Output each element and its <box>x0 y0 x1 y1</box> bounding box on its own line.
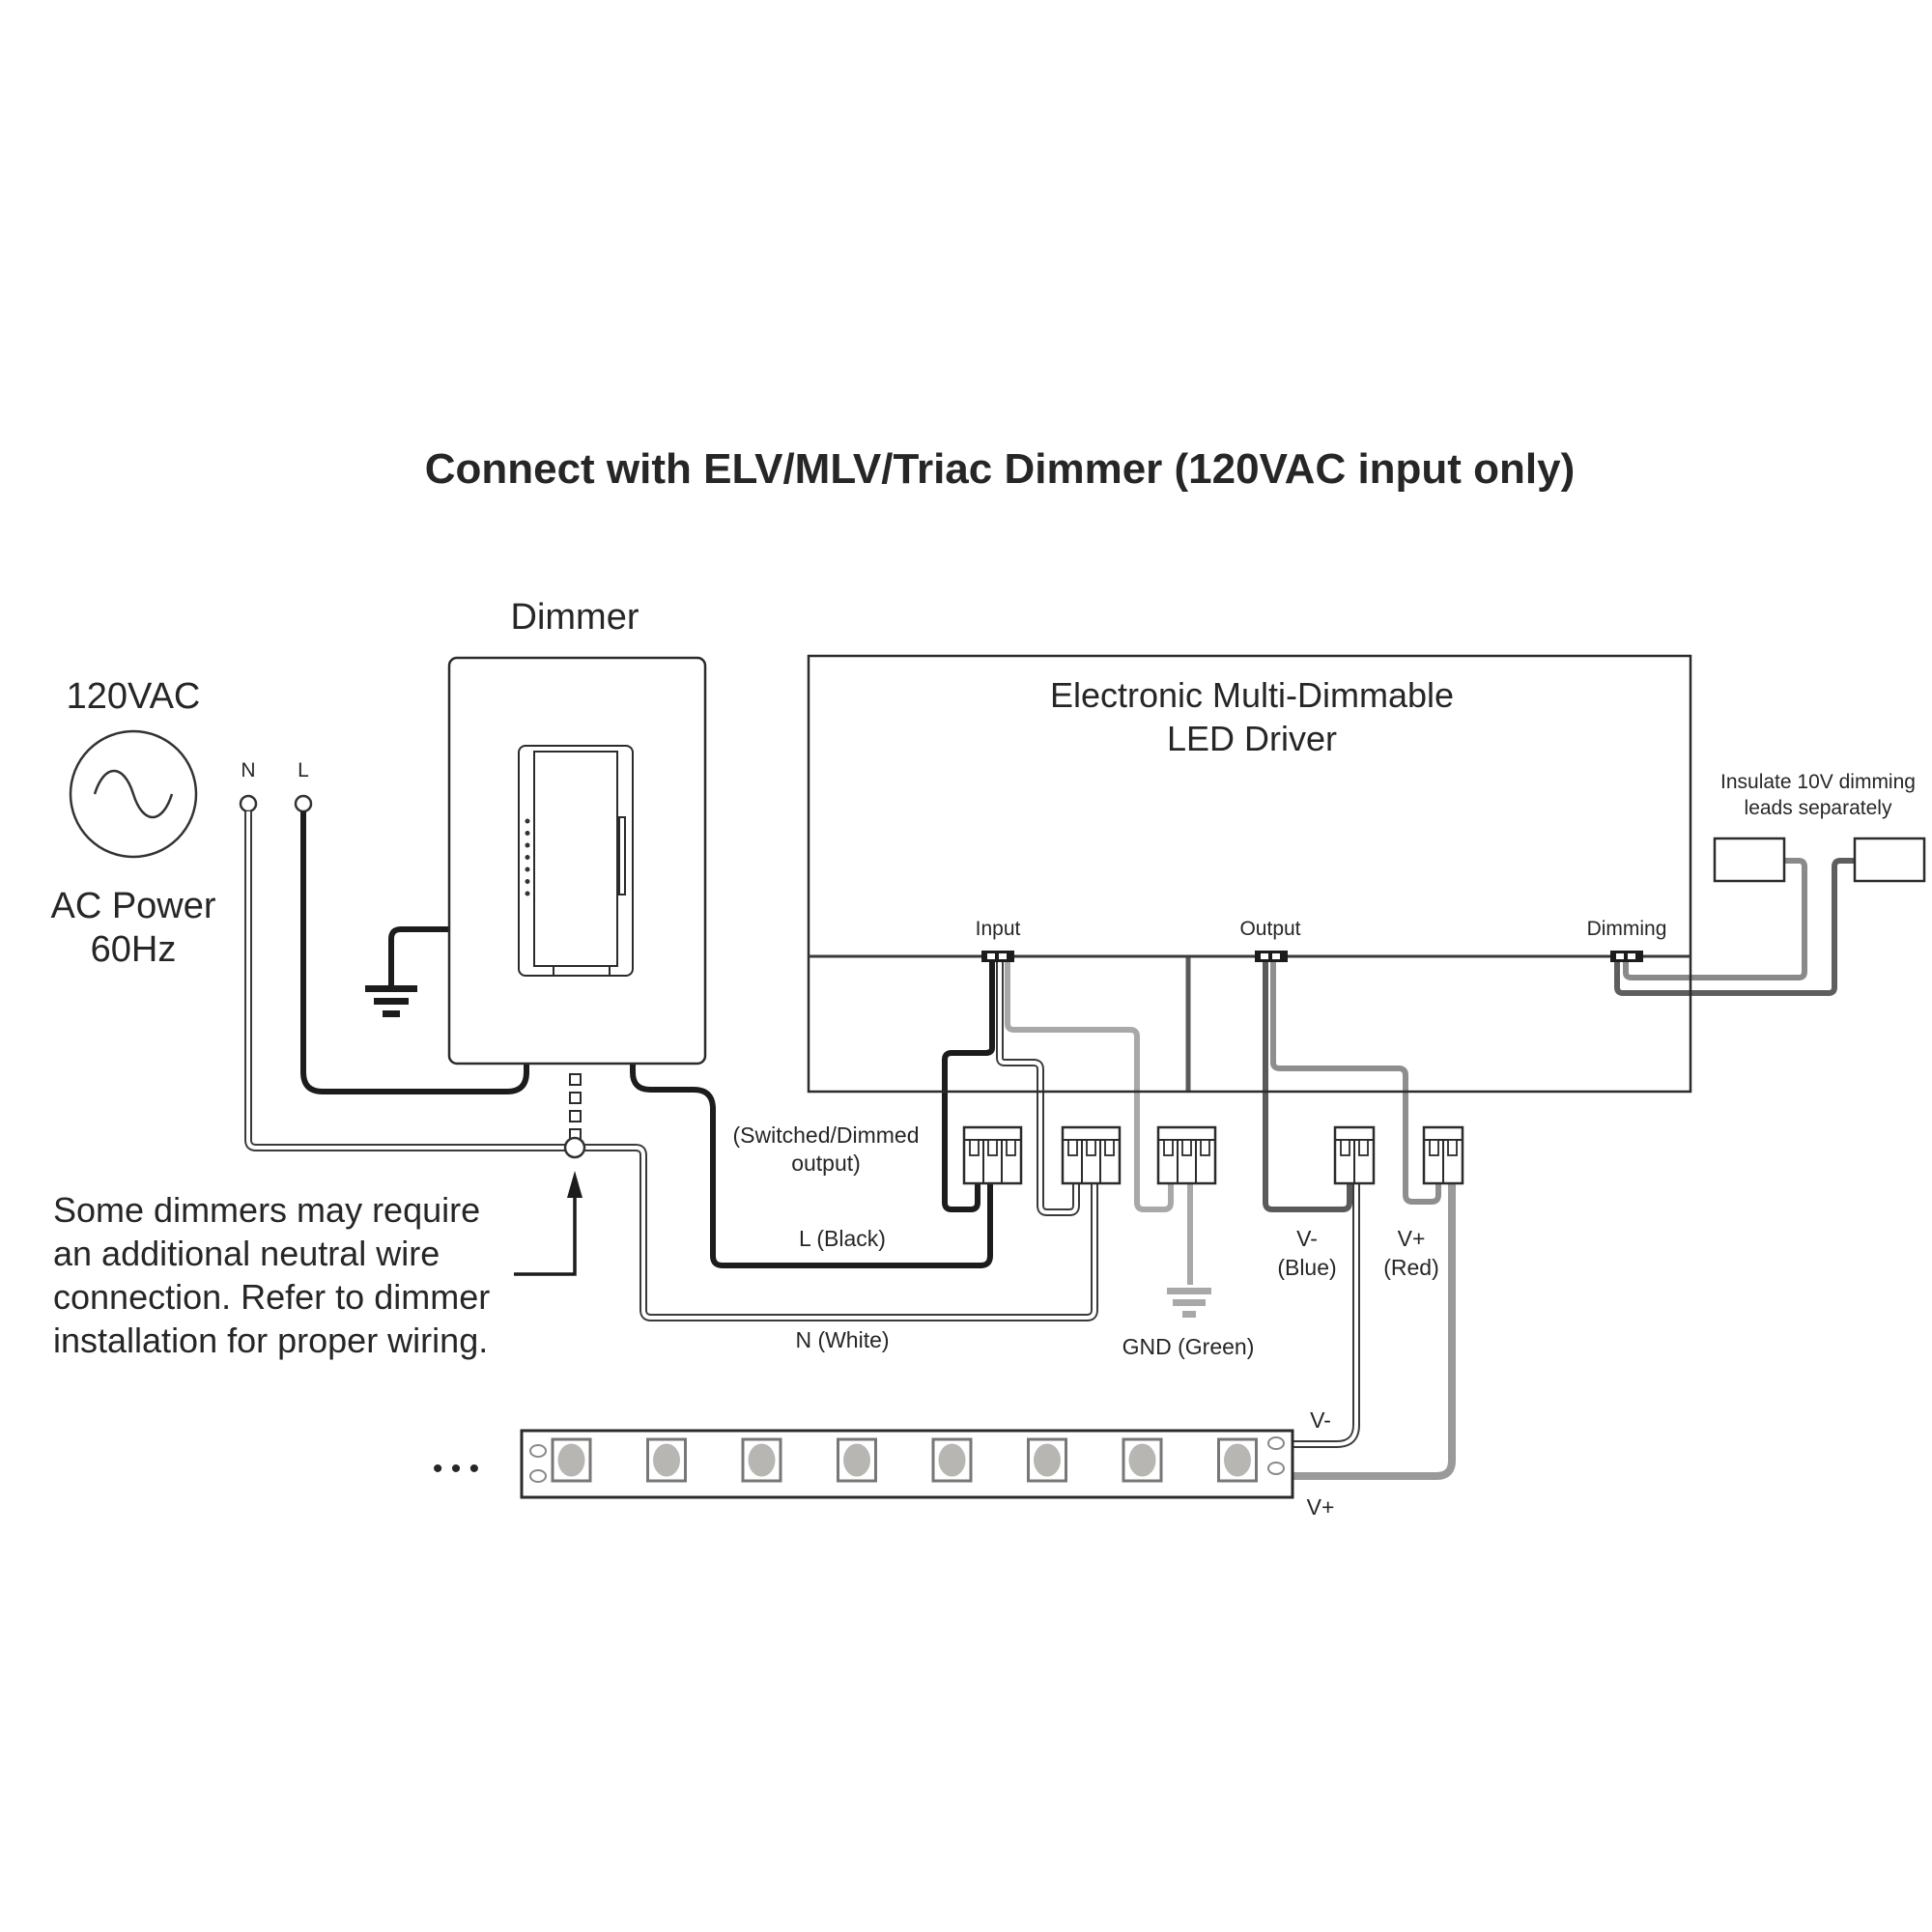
wire-strip-vplus <box>1293 1183 1456 1480</box>
note-line-4: installation for proper wiring. <box>53 1321 488 1360</box>
wire-neutral-white <box>244 811 1098 1321</box>
wire-driver-input-white <box>996 958 1080 1216</box>
ac-power-label: AC Power <box>50 886 215 926</box>
note-line-2: an additional neutral wire <box>53 1234 440 1273</box>
dimmer-led-dot <box>525 855 530 860</box>
wire-connectors <box>962 1125 1464 1185</box>
wire-output-vplus-red <box>1270 958 1441 1205</box>
led-chip <box>1217 1437 1258 1483</box>
dimmer-ground <box>365 926 449 1017</box>
wire-output-vminus-blue <box>1263 958 1352 1212</box>
driver-title-2: LED Driver <box>1167 719 1337 758</box>
wire-line-black <box>630 1061 993 1268</box>
dimmer-led-dot <box>525 842 530 848</box>
strip-continuation: • • • <box>433 1453 479 1485</box>
insulation-cap-2 <box>1853 837 1926 883</box>
gnd-green-label: GND (Green) <box>1122 1334 1255 1359</box>
arrow-up-icon <box>567 1171 582 1198</box>
diagram-title: Connect with ELV/MLV/Triac Dimmer (120VA… <box>425 445 1576 493</box>
frequency-label: 60Hz <box>91 929 177 970</box>
led-chip <box>931 1437 973 1483</box>
wire-strip-vminus <box>1293 1183 1360 1448</box>
vplus-label-1: V+ <box>1398 1226 1426 1251</box>
led-chip <box>741 1437 782 1483</box>
insulation-cap-1 <box>1713 837 1786 883</box>
dimmer-led-dot <box>525 879 530 884</box>
gnd-ground-symbol <box>1167 1183 1211 1318</box>
neutral-note: Some dimmers may require an additional n… <box>53 1190 490 1360</box>
dimmer-led-dot <box>525 867 530 872</box>
terminal-l <box>294 794 313 813</box>
neutral-junction <box>563 1136 586 1159</box>
vminus-label-2: (Blue) <box>1277 1255 1336 1280</box>
dimmer-label: Dimmer <box>511 597 639 638</box>
led-chip <box>1027 1437 1067 1483</box>
port-dimming-label: Dimming <box>1587 918 1667 940</box>
led-chip <box>551 1437 592 1483</box>
dimmer-wallplate <box>447 656 707 1065</box>
terminal-n <box>239 794 258 813</box>
wire-driver-input-black <box>942 958 995 1212</box>
ac-power-source: 120VAC AC Power 60Hz <box>50 676 215 970</box>
vminus-label-1: V- <box>1296 1226 1318 1251</box>
voltage-label: 120VAC <box>67 676 201 717</box>
note-arrow <box>514 1171 582 1276</box>
dimming-note-2: leads separately <box>1745 797 1892 819</box>
ground-icon <box>383 1010 400 1017</box>
driver-housing <box>807 654 1692 1094</box>
wire-dimming-lead-1 <box>1623 858 1807 980</box>
led-strip: • • • <box>433 1429 1294 1499</box>
port-output-label: Output <box>1239 918 1300 940</box>
terminal-n-label: N <box>241 759 255 781</box>
note-line-1: Some dimmers may require <box>53 1190 480 1230</box>
wire-dimming-lead-2 <box>1614 858 1855 996</box>
dimmer-slider <box>618 816 626 895</box>
led-chip <box>1122 1437 1163 1483</box>
connector-vplus <box>1422 1125 1464 1185</box>
port-output <box>1255 951 1288 962</box>
dimmer-led-dot <box>525 891 530 896</box>
dimmer: Dimmer <box>447 597 707 1159</box>
led-chip <box>646 1437 687 1483</box>
connector-vminus <box>1333 1125 1376 1185</box>
switched-label-2: output) <box>791 1151 861 1176</box>
wire-driver-ground-green <box>1005 958 1174 1212</box>
supply-terminals: N L <box>239 759 313 813</box>
neutral-white-label: N (White) <box>795 1327 889 1352</box>
switched-label-1: (Switched/Dimmed <box>733 1122 920 1148</box>
port-dimming <box>1610 951 1643 962</box>
wire-labels: (Switched/Dimmed output) L (Black) N (Wh… <box>733 1122 1439 1520</box>
connector-ground <box>1156 1125 1217 1185</box>
terminal-l-label: L <box>298 759 309 781</box>
led-chip <box>837 1437 877 1483</box>
strip-leds <box>551 1437 1258 1483</box>
driver-title-1: Electronic Multi-Dimmable <box>1050 675 1454 715</box>
line-black-label: L (Black) <box>799 1226 886 1251</box>
ground-icon <box>1182 1311 1196 1318</box>
wire-line-supply <box>300 811 529 1094</box>
port-input-label: Input <box>976 918 1021 940</box>
connector-line <box>962 1125 1023 1185</box>
dimmer-led-indicators <box>525 818 530 896</box>
dimmer-led-dot <box>525 818 530 824</box>
ac-sine-wave-icon <box>93 769 174 819</box>
ac-source-circle <box>69 729 198 859</box>
note-line-3: connection. Refer to dimmer <box>53 1277 490 1317</box>
dimming-insulation: Insulate 10V dimming leads separately <box>1713 771 1926 883</box>
dimming-note-1: Insulate 10V dimming <box>1720 771 1916 793</box>
strip-vplus-label: V+ <box>1307 1494 1335 1520</box>
port-input <box>981 951 1014 962</box>
strip-vminus-label: V- <box>1310 1407 1331 1433</box>
vplus-label-2: (Red) <box>1383 1255 1439 1280</box>
strip-body <box>520 1429 1294 1499</box>
connector-neutral <box>1061 1125 1122 1185</box>
dimmer-led-dot <box>525 831 530 836</box>
led-driver: Electronic Multi-Dimmable LED Driver Inp… <box>807 654 1692 1094</box>
